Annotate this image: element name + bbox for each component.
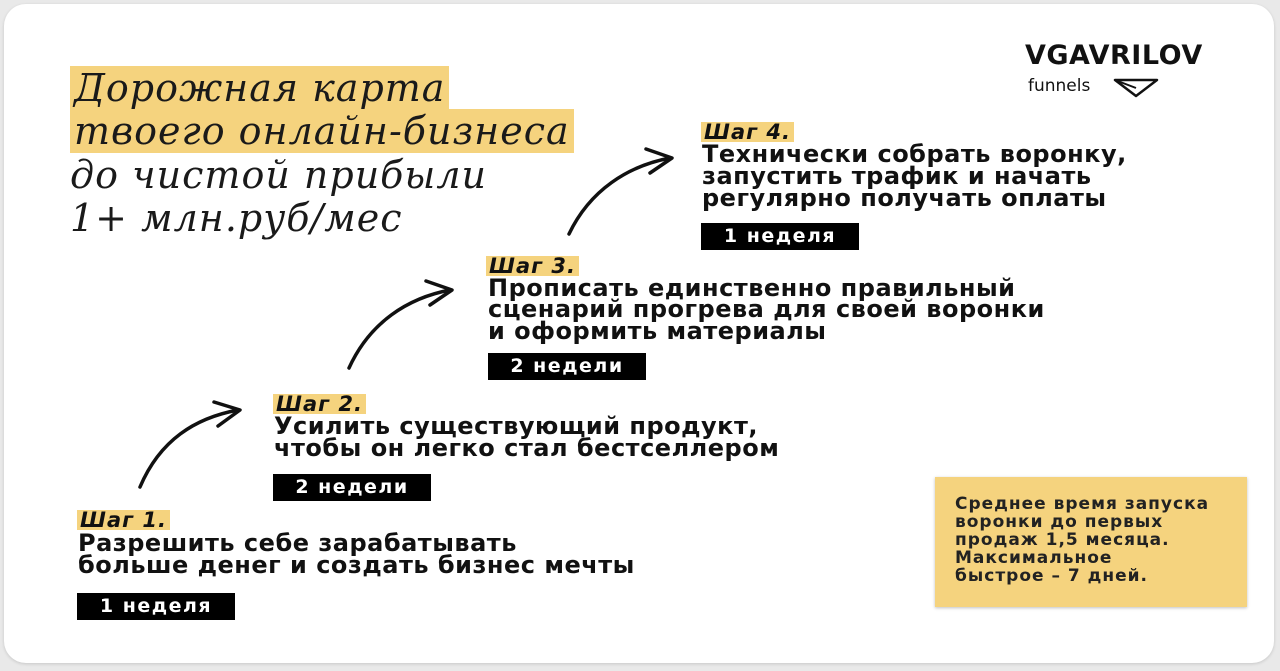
logo-triangle-icon: [1113, 78, 1159, 98]
step-1-label: Шаг 1.: [77, 510, 170, 531]
title-line-1: Дорожная карта: [70, 66, 450, 110]
step-3-line-2: сценарий прогрева для своей воронки: [488, 295, 1045, 323]
title-line-4: 1+ млн.руб/мес: [70, 196, 403, 240]
info-note: Среднее время запуска воронки до первых …: [935, 477, 1247, 607]
brand-logo: VGAVRILOV: [1025, 40, 1203, 71]
arrow-icon: [567, 147, 674, 236]
title-line-3: до чистой прибыли: [70, 153, 487, 197]
title-line-2: твоего онлайн-бизнеса: [70, 109, 574, 153]
step-4-line-1: Технически собрать воронку,: [702, 140, 1127, 168]
step-4-line-3: регулярно получать оплаты: [702, 184, 1107, 212]
step-3-duration-badge: 2 недели: [488, 353, 646, 380]
step-1-line-1: Разрешить себе зарабатывать: [78, 529, 517, 557]
step-1-duration-badge: 1 неделя: [77, 593, 235, 620]
step-3-line-1: Прописать единственно правильный: [488, 274, 1016, 302]
step-2-line-1: Усилить существующий продукт,: [274, 412, 758, 440]
step-2-label: Шаг 2.: [273, 394, 366, 415]
info-note-text: Среднее время запуска воронки до первых …: [955, 494, 1210, 586]
arrow-icon: [347, 279, 454, 370]
arrow-icon: [138, 400, 242, 489]
step-2-duration-badge: 2 недели: [273, 474, 431, 501]
step-4-label: Шаг 4.: [701, 122, 794, 143]
step-1-line-2: больше денег и создать бизнес мечты: [78, 551, 635, 579]
step-4-line-2: запустить трафик и начать: [702, 162, 1092, 190]
step-4-duration-badge: 1 неделя: [701, 223, 859, 250]
step-3-label: Шаг 3.: [486, 256, 579, 277]
step-3-line-3: и оформить материалы: [488, 317, 827, 345]
step-2-line-2: чтобы он легко стал бестселлером: [274, 434, 780, 462]
brand-subtitle: funnels: [1028, 76, 1091, 96]
